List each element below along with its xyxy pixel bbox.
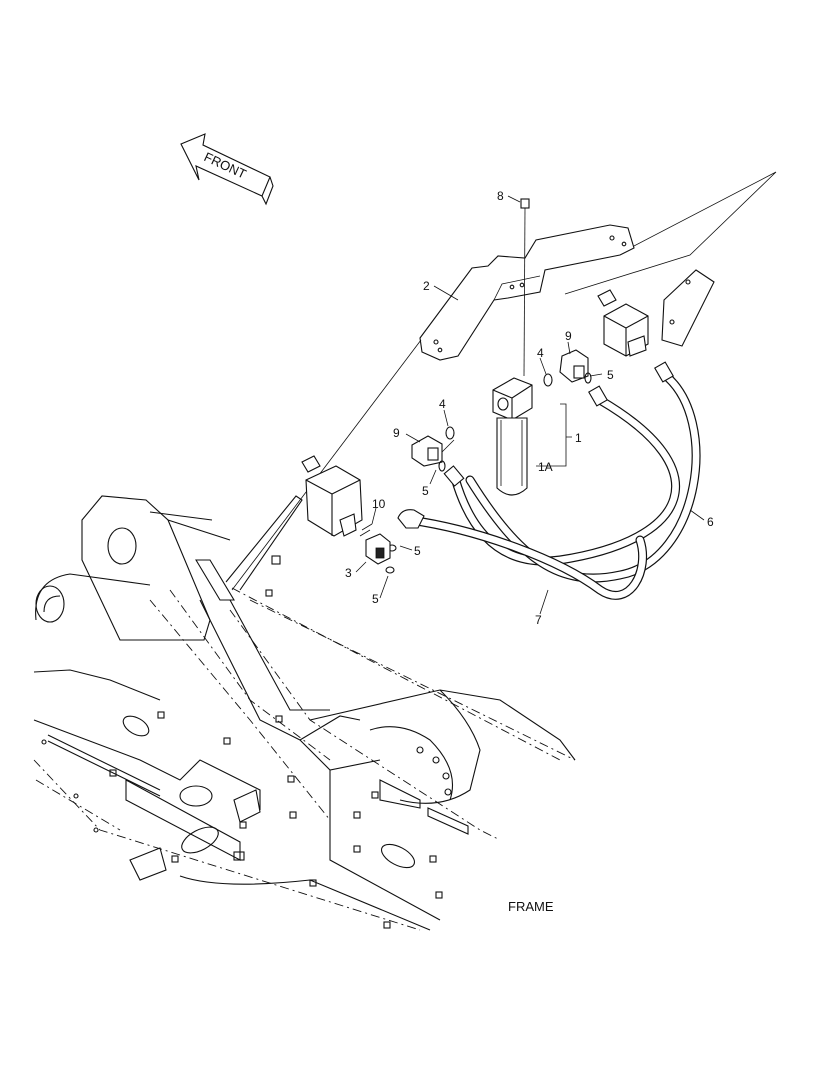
callout-leaders <box>355 195 705 615</box>
hose-assembly-6 <box>450 370 701 583</box>
callout-4-upper: 4 <box>537 346 544 360</box>
bracket-leader-line <box>231 339 422 591</box>
hose-assembly-7 <box>405 515 648 600</box>
front-arrow-icon: FRONT <box>180 133 274 206</box>
filter-assembly <box>492 377 572 496</box>
callout-7: 7 <box>535 613 542 627</box>
elbow-fitting-left <box>411 435 455 467</box>
callout-5-filter: 5 <box>422 484 429 498</box>
o-ring <box>445 426 455 440</box>
hose-end-fittings <box>397 361 674 529</box>
valve-block-right <box>597 269 715 357</box>
valve-block-left <box>301 455 363 537</box>
section-label-frame: FRAME <box>508 899 554 914</box>
callout-1: 1 <box>575 431 582 445</box>
seal-rings <box>385 372 592 574</box>
callout-9-lower: 9 <box>393 426 400 440</box>
o-ring <box>543 373 553 387</box>
adapter-fitting <box>359 523 391 565</box>
callout-5-adapter-lower: 5 <box>372 592 379 606</box>
elbow-fitting-right <box>559 349 589 383</box>
callout-6: 6 <box>707 515 714 529</box>
callout-4-lower: 4 <box>439 397 446 411</box>
callout-5-upper: 5 <box>607 368 614 382</box>
callout-1a: 1A <box>538 460 553 474</box>
callout-3: 3 <box>345 566 352 580</box>
callout-8: 8 <box>497 189 504 203</box>
callout-9-upper: 9 <box>565 329 572 343</box>
machine-frame <box>33 495 576 931</box>
callout-2: 2 <box>423 279 430 293</box>
frame-fasteners <box>41 555 443 929</box>
detail-wedge-lines <box>564 171 777 295</box>
callout-10: 10 <box>372 497 386 511</box>
bolt <box>520 198 530 377</box>
callout-labels: 8 2 4 9 5 1 1A 4 9 5 10 5 3 5 6 7 <box>345 189 714 627</box>
mounting-bracket <box>419 224 635 361</box>
hidden-lines <box>33 587 576 931</box>
callout-5-adapter-right: 5 <box>414 544 421 558</box>
